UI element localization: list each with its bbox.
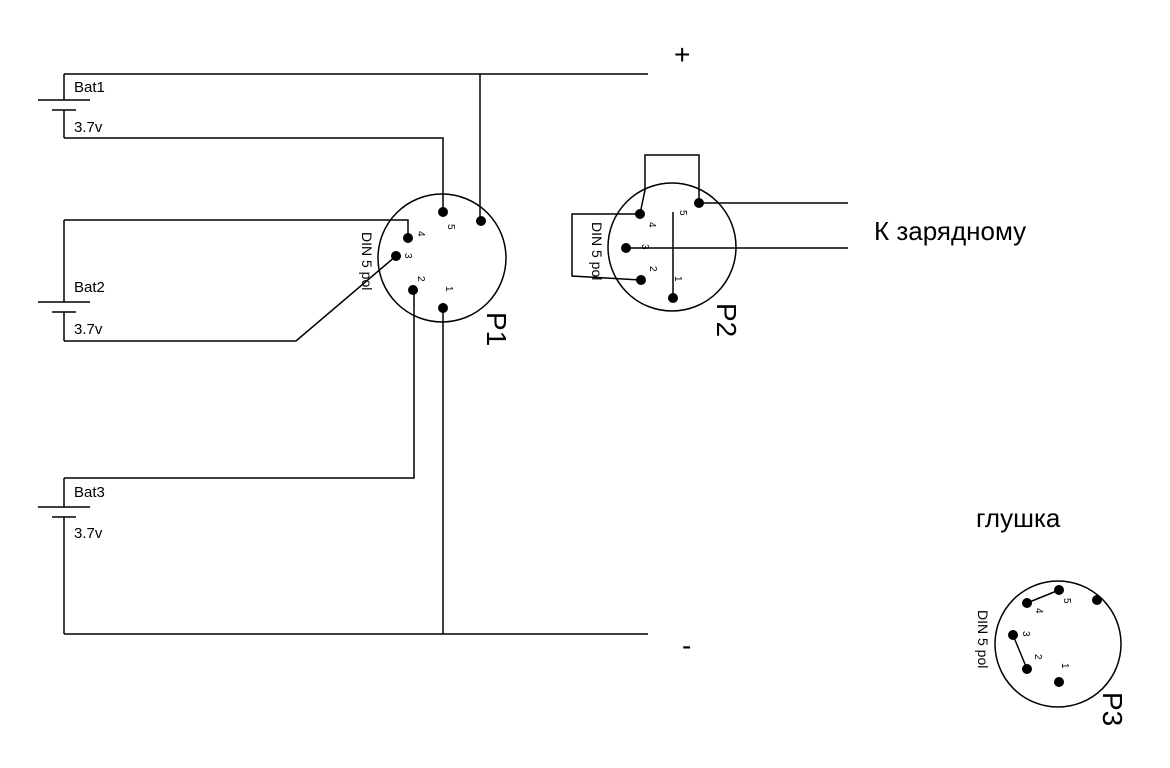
connector-p2: 4 5 3 2 1 DIN 5 pol P2 xyxy=(571,154,848,337)
p2-pin3-number: 3 xyxy=(639,244,650,250)
p2-type-label: DIN 5 pol xyxy=(589,222,605,280)
bat1-to-p1-pin5-wire xyxy=(64,137,444,210)
p2-pin1-number: 1 xyxy=(672,276,683,282)
p2-pin2-number: 2 xyxy=(647,266,658,272)
p1-pin4-to-bat2-wire xyxy=(64,219,409,236)
p3-pin2-number: 2 xyxy=(1032,654,1043,660)
p3-pin1-dot xyxy=(1054,677,1064,687)
p3-pin5-number: 5 xyxy=(1061,598,1072,604)
bat3-name-label: Bat3 xyxy=(74,484,105,501)
p3-pin-extra-dot xyxy=(1092,595,1102,605)
battery-bat2: Bat2 3.7v xyxy=(38,220,105,341)
p1-pin2-to-bat3-wire xyxy=(64,290,415,479)
negative-terminal-label: - xyxy=(682,630,691,661)
p3-type-label: DIN 5 pol xyxy=(975,610,991,668)
p3-pin3-number: 3 xyxy=(1020,631,1031,637)
p1-pin2-dot xyxy=(408,285,418,295)
p2-jumper-top-wire xyxy=(639,154,700,215)
battery-bat3: Bat3 3.7v xyxy=(38,478,105,634)
p1-pin3-number: 3 xyxy=(402,253,413,259)
positive-terminal-label: + xyxy=(674,39,690,70)
p1-pin-extra-dot xyxy=(476,216,486,226)
bat2-name-label: Bat2 xyxy=(74,279,105,296)
p2-pin4-number: 4 xyxy=(646,222,657,228)
p3-pin4-number: 4 xyxy=(1033,608,1044,614)
p1-pin5-number: 5 xyxy=(445,224,456,230)
p1-type-label: DIN 5 pol xyxy=(359,232,375,290)
p1-ref-label: P1 xyxy=(481,312,512,346)
bat1-name-label: Bat1 xyxy=(74,79,105,96)
p1-pin4-number: 4 xyxy=(415,231,426,237)
p3-ref-label: P3 xyxy=(1097,692,1128,726)
bat2-to-p1-pin3-wire xyxy=(64,255,397,342)
connector-p3: 5 4 3 2 1 DIN 5 pol P3 xyxy=(975,580,1128,726)
p1-pin2-number: 2 xyxy=(415,276,426,282)
bat3-voltage-label: 3.7v xyxy=(74,525,103,542)
p1-pin5-dot xyxy=(438,207,448,217)
bat1-voltage-label: 3.7v xyxy=(74,119,103,136)
p3-jumper-3-2-wire xyxy=(1012,634,1028,670)
p2-ref-label: P2 xyxy=(711,303,742,337)
p1-pin1-dot xyxy=(438,303,448,313)
p1-pin1-number: 1 xyxy=(443,286,454,292)
p3-pin1-number: 1 xyxy=(1059,663,1070,669)
p2-jumper-left-wire xyxy=(571,213,642,281)
bat2-voltage-label: 3.7v xyxy=(74,321,103,338)
battery-bat1: Bat1 3.7v xyxy=(38,74,105,138)
charger-label: К зарядному xyxy=(874,216,1026,246)
plug-label: глушка xyxy=(976,503,1061,533)
connector-p1: 5 4 3 2 1 DIN 5 pol P1 xyxy=(359,193,512,346)
p1-pin3-dot xyxy=(391,251,401,261)
p3-jumper-4-5-wire xyxy=(1026,589,1060,604)
p2-pin5-number: 5 xyxy=(677,210,688,216)
p1-pin4-dot xyxy=(403,233,413,243)
